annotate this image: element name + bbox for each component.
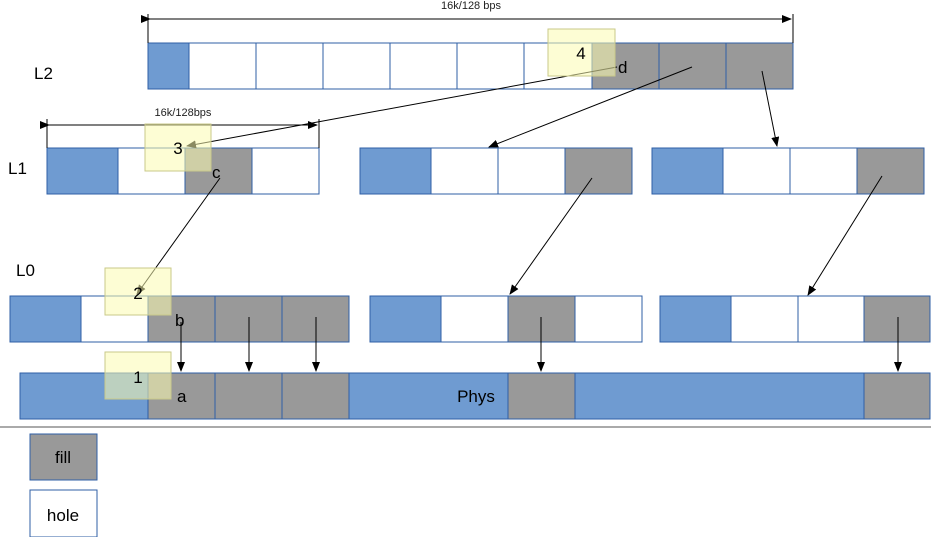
point-label-c: c bbox=[212, 163, 221, 182]
legend-hole-label: hole bbox=[47, 506, 79, 525]
physical-fill-cell bbox=[507, 372, 576, 420]
l0-block-1 bbox=[9, 295, 350, 343]
step-note-4: 4 bbox=[547, 28, 616, 77]
l2-hole-cell bbox=[255, 42, 324, 90]
arrow-l2-to-l1-block-2 bbox=[488, 66, 693, 148]
point-label-b: b bbox=[175, 311, 184, 330]
l1-hole-cell bbox=[789, 147, 858, 195]
l2-fill-cell bbox=[725, 42, 794, 90]
l1-dimension-label: 16k/128bps bbox=[155, 107, 212, 119]
step-note-1: 1 bbox=[104, 351, 172, 400]
point-label-d: d bbox=[618, 58, 627, 77]
level-label-l2: L2 bbox=[34, 64, 53, 83]
arrow-l1-to-l0-block-3 bbox=[807, 175, 883, 296]
physical-fill-cell bbox=[214, 372, 283, 420]
physical-fill-cell bbox=[863, 372, 931, 420]
l0-block-3 bbox=[659, 295, 931, 343]
step-note-3: 3 bbox=[144, 123, 212, 172]
l0-hole-cell bbox=[797, 295, 865, 343]
arrow-l1-to-l0-block-2 bbox=[509, 177, 593, 295]
arrow-d-to-l1-block-1 bbox=[186, 66, 618, 149]
step-note-2: 2 bbox=[104, 267, 172, 316]
physical-fill-cell bbox=[281, 372, 350, 420]
physical-strip: Phys bbox=[19, 372, 931, 420]
level-label-l0: L0 bbox=[16, 261, 35, 280]
l2-header-cell bbox=[147, 42, 190, 90]
l0-hole-cell bbox=[730, 295, 799, 343]
step-note-4-label: 4 bbox=[576, 44, 585, 63]
legend-hole-swatch bbox=[29, 489, 98, 537]
legend: fill hole bbox=[29, 433, 98, 537]
l1-hole-cell bbox=[497, 147, 566, 195]
l1-fill-cell bbox=[856, 147, 925, 195]
arrow-l2-to-l1-block-3 bbox=[761, 70, 780, 147]
l0-header-cell bbox=[659, 295, 732, 343]
top-dimension-label: 16k/128 bps bbox=[441, 0, 501, 12]
l2-hole-cell bbox=[389, 42, 458, 90]
l1-header-cell bbox=[359, 147, 432, 195]
step-note-2-label: 2 bbox=[133, 284, 142, 303]
l1-hole-cell bbox=[430, 147, 499, 195]
l2-hole-cell bbox=[188, 42, 257, 90]
l0-hole-cell bbox=[574, 295, 643, 343]
l1-header-cell bbox=[651, 147, 724, 195]
l1-hole-cell bbox=[722, 147, 791, 195]
l0-header-cell bbox=[9, 295, 82, 343]
l0-fill-cell bbox=[863, 295, 931, 343]
legend-fill-label: fill bbox=[55, 448, 71, 467]
l2-hole-cell bbox=[456, 42, 525, 90]
l1-hole-cell bbox=[251, 147, 320, 195]
l1-header-cell bbox=[46, 147, 119, 195]
l0-hole-cell bbox=[440, 295, 509, 343]
l2-block bbox=[147, 42, 794, 90]
legend-fill-swatch bbox=[29, 433, 98, 481]
l0-header-cell bbox=[369, 295, 442, 343]
l2-hole-cell bbox=[322, 42, 391, 90]
step-note-1-label: 1 bbox=[133, 368, 142, 387]
l1-block-3 bbox=[651, 147, 925, 195]
l2-fill-cell bbox=[658, 42, 727, 90]
top-dimension: 16k/128 bps bbox=[141, 0, 794, 43]
physical-label: Phys bbox=[457, 387, 495, 406]
level-label-l1: L1 bbox=[8, 159, 27, 178]
step-note-3-label: 3 bbox=[173, 139, 182, 158]
l0-block-2 bbox=[369, 295, 643, 343]
point-label-a: a bbox=[177, 387, 187, 406]
l1-block-2 bbox=[359, 147, 633, 195]
l1-fill-cell bbox=[564, 147, 633, 195]
